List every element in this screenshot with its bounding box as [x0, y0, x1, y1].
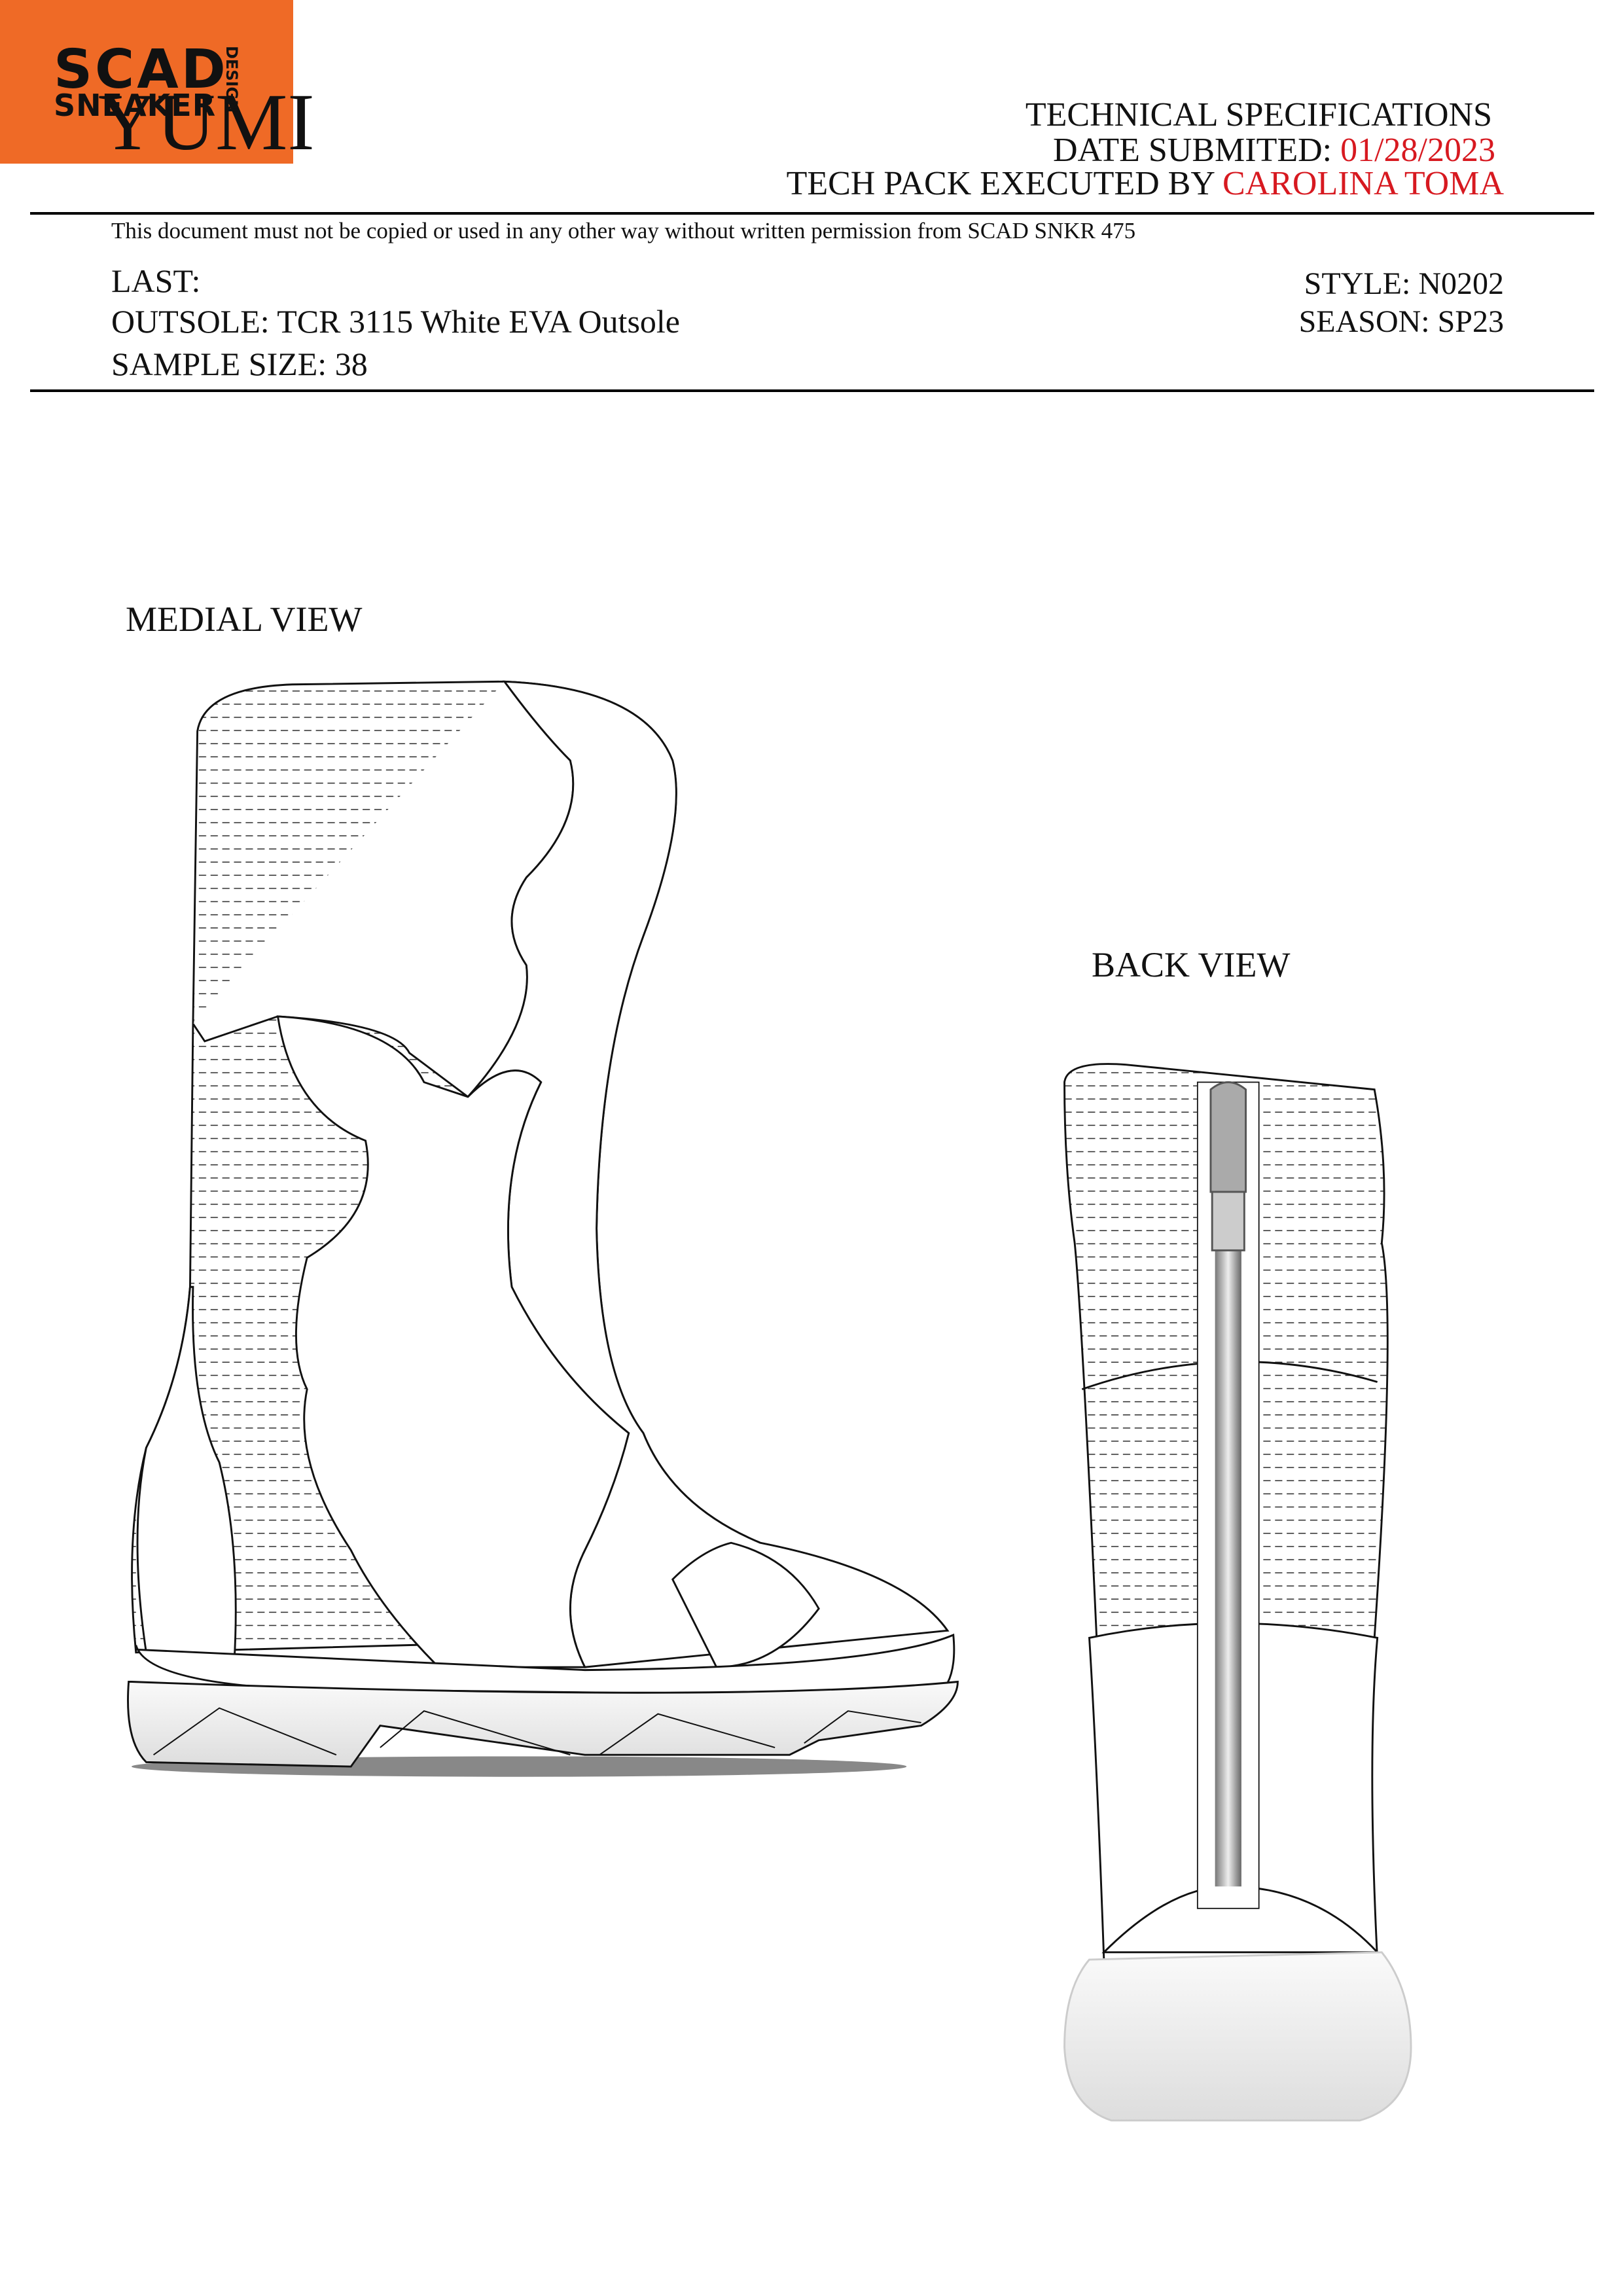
spec-last: LAST:	[111, 262, 201, 299]
doc-title: TECHNICAL SPECIFICATIONS	[1025, 96, 1492, 134]
zipper-pull	[1209, 1081, 1247, 1193]
back-view-label: BACK VIEW	[1092, 945, 1291, 984]
medial-view-label: MEDIAL VIEW	[126, 600, 363, 639]
scad-sneaker-design-logo: SCAD SNEAKER DESIGN	[0, 0, 293, 164]
specs-divider	[30, 389, 1594, 392]
product-name: YUMI	[98, 77, 315, 167]
medial-view-boot	[127, 680, 959, 1777]
date-value: 01/28/2023	[1340, 132, 1495, 169]
spec-sample-size: SAMPLE SIZE: 38	[111, 346, 368, 382]
spec-style: STYLE: N0202	[1304, 266, 1504, 301]
date-submitted: DATE SUBMITED: 01/28/2023	[1053, 134, 1495, 168]
executed-label: TECH PACK EXECUTED BY	[786, 165, 1214, 202]
header-divider	[30, 212, 1594, 215]
spec-outsole: OUTSOLE: TCR 3115 White EVA Outsole	[111, 303, 680, 340]
spec-season: SEASON: SP23	[1298, 304, 1504, 339]
executed-by: TECH PACK EXECUTED BY CAROLINA TOMA	[787, 167, 1504, 201]
disclaimer: This document must not be copied or used…	[111, 218, 1136, 243]
logo-line2: SNEAKER	[54, 88, 217, 123]
logo-line1: SCAD	[54, 39, 228, 101]
back-view-boot	[1063, 1063, 1412, 2122]
executed-name: CAROLINA TOMA	[1222, 165, 1504, 202]
date-label: DATE SUBMITED:	[1052, 132, 1332, 169]
